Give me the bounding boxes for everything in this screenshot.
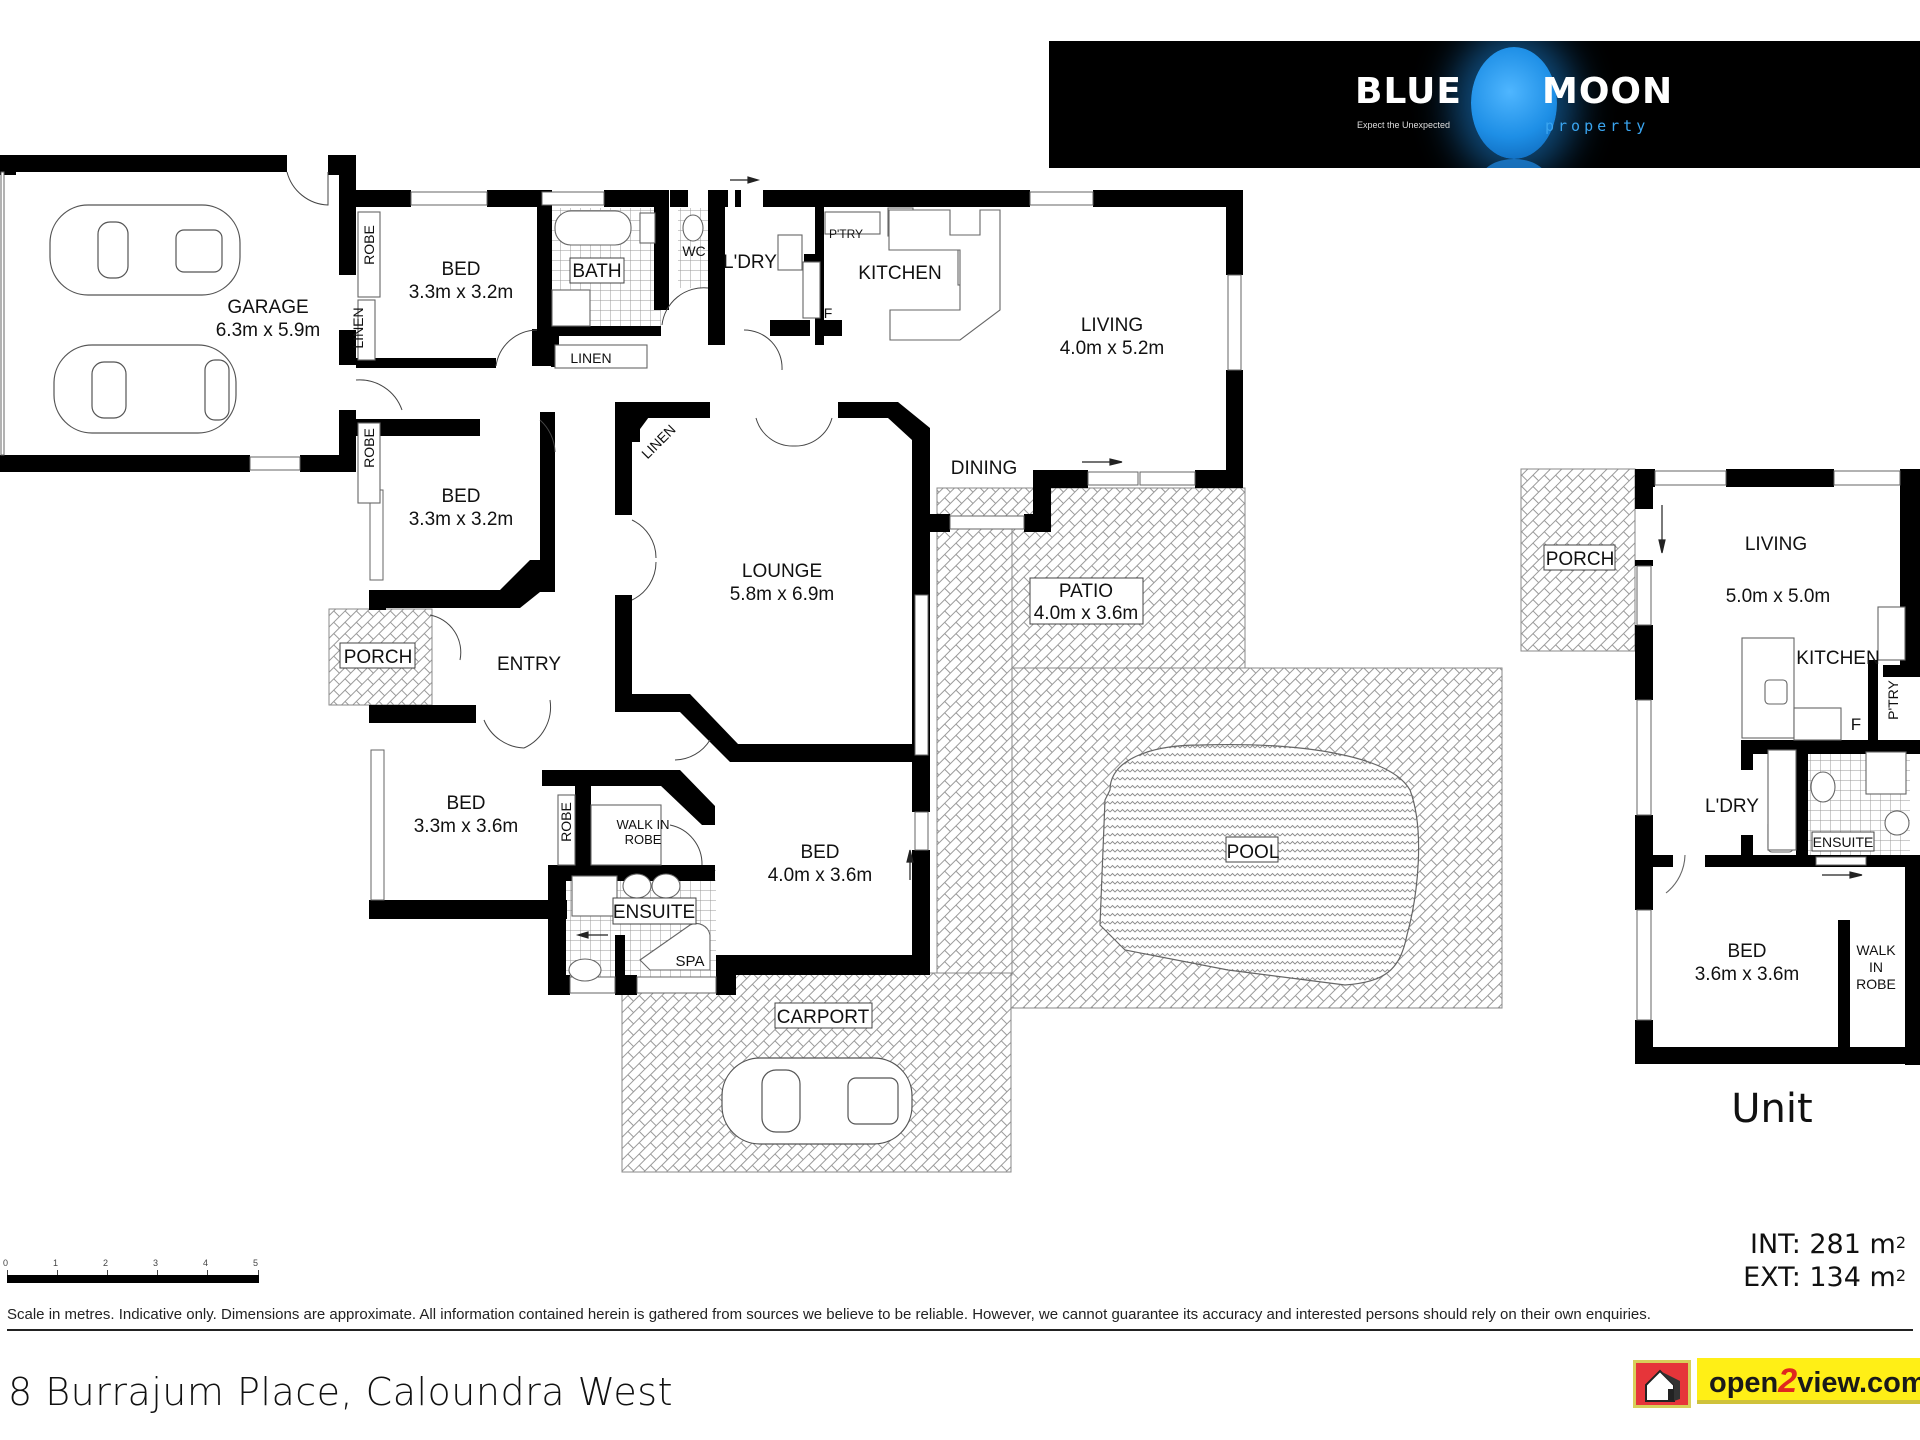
living-label: LIVING: [1081, 315, 1143, 336]
wc-label: WC: [682, 243, 705, 259]
unit-living-label: LIVING: [1745, 534, 1807, 555]
robe-label-3: ROBE: [558, 802, 574, 842]
property-address: 8 Burrajum Place, Caloundra West: [8, 1370, 674, 1414]
scale-tick-mark: [7, 1270, 8, 1276]
scale-tick: 5: [253, 1258, 259, 1268]
carport-car-icon: [721, 1057, 913, 1145]
scale-tick: 0: [3, 1258, 9, 1268]
unit-fridge-label: F: [1851, 715, 1861, 734]
laundry-label: L'DRY: [723, 252, 777, 273]
internal-area: INT: 281 m2: [1750, 1229, 1906, 1260]
walk-in-robe-line1: WALK IN: [617, 817, 670, 832]
unit-wir-line2: IN: [1869, 959, 1883, 975]
unit-bed-size: 3.6m x 3.6m: [1695, 964, 1800, 985]
fixtures: [357, 207, 1001, 982]
robe-label-2: ROBE: [361, 428, 377, 468]
garage-label: GARAGE: [227, 297, 308, 318]
bed3-label: BED: [446, 793, 485, 814]
unit-labels: PORCH LIVING 5.0m x 5.0m KITCHEN P'TRY F…: [1543, 534, 1901, 1132]
fridge-label: F: [824, 305, 833, 321]
porch-label: PORCH: [344, 647, 413, 668]
scale-tick: 4: [203, 1258, 209, 1268]
scale-tick-mark: [107, 1270, 108, 1276]
spa-label: SPA: [676, 953, 705, 970]
pool-shape: [1099, 744, 1420, 986]
scale-tick: 1: [53, 1258, 59, 1268]
scale-bar: 0 1 2 3 4 5: [3, 1254, 259, 1284]
disclaimer-text: Scale in metres. Indicative only. Dimens…: [7, 1306, 1651, 1323]
unit-windows: [1636, 470, 1901, 1021]
lounge-label: LOUNGE: [742, 561, 822, 582]
scale-tick-mark: [157, 1270, 158, 1276]
bed4-label: BED: [800, 842, 839, 863]
unit-walls: [1635, 469, 1920, 1065]
pool-label: POOL: [1227, 842, 1280, 863]
scale-tick-mark: [258, 1270, 259, 1276]
moon-reflection-icon: [1481, 159, 1547, 168]
area-totals: INT: 281 m2 EXT: 134 m2: [1743, 1228, 1906, 1294]
unit-bed-label: BED: [1727, 941, 1766, 962]
bed1-label: BED: [441, 259, 480, 280]
unit-ensuite-label: ENSUITE: [1813, 834, 1874, 850]
garage-car-icons: [49, 204, 241, 434]
bed4-size: 4.0m x 3.6m: [768, 865, 873, 886]
footer-divider: [7, 1329, 1913, 1331]
linen-label-1: LINEN: [570, 350, 611, 366]
linen-label-3: LINEN: [638, 421, 678, 461]
bed2-size: 3.3m x 3.2m: [409, 509, 514, 530]
room-labels: GARAGE 6.3m x 5.9m BED 3.3m x 3.2m BED 3…: [216, 227, 1165, 970]
boxed-labels: BATH PORCH PATIO 4.0m x 3.6m POOL CARPOR…: [339, 257, 1280, 1029]
bed3-size: 3.3m x 3.6m: [414, 816, 519, 837]
walk-in-robe-line2: ROBE: [625, 832, 662, 847]
portal-link[interactable]: open2view.com: [1697, 1358, 1920, 1404]
kitchen-label: KITCHEN: [858, 263, 941, 284]
scale-tick-mark: [57, 1270, 58, 1276]
bath-label: BATH: [572, 261, 621, 282]
brand-name-right: MOON: [1542, 71, 1674, 112]
scale-bar-fill: [7, 1275, 259, 1283]
bed1-size: 3.3m x 3.2m: [409, 282, 514, 303]
garage-size: 6.3m x 5.9m: [216, 320, 321, 341]
entry-label: ENTRY: [497, 654, 561, 675]
ensuite-label: ENSUITE: [613, 902, 695, 923]
brand-banner: BLUE MOON Expect the Unexpected property: [1049, 41, 1920, 168]
unit-kitchen-label: KITCHEN: [1796, 648, 1879, 669]
dining-label: DINING: [951, 458, 1018, 479]
pantry-label: P'TRY: [829, 227, 863, 241]
bath-label-box: [569, 257, 625, 284]
door-swings: [286, 171, 833, 866]
linen-label-2: LINEN: [350, 307, 366, 348]
carport-label: CARPORT: [777, 1007, 870, 1028]
scale-tick: 2: [103, 1258, 109, 1268]
brand-subtitle: property: [1545, 117, 1650, 135]
patio-label: PATIO: [1059, 581, 1113, 602]
scale-tick: 3: [153, 1258, 159, 1268]
house-logo-icon[interactable]: [1633, 1360, 1691, 1408]
unit-porch-label: PORCH: [1546, 549, 1615, 570]
external-area: EXT: 134 m2: [1743, 1262, 1906, 1293]
side-path: [936, 519, 1013, 976]
walls: [0, 155, 1243, 995]
unit-title: Unit: [1731, 1086, 1812, 1132]
unit-laundry-label: L'DRY: [1705, 796, 1759, 817]
unit-pantry-label: P'TRY: [1885, 679, 1901, 719]
patio-size: 4.0m x 3.6m: [1034, 603, 1139, 624]
scale-tick-mark: [207, 1270, 208, 1276]
moon-logo-icon: [1471, 47, 1557, 159]
brand-name-left: BLUE: [1355, 71, 1462, 112]
unit-living-size: 5.0m x 5.0m: [1726, 586, 1831, 607]
sliding-door-arrows: [575, 176, 1863, 939]
bed2-label: BED: [441, 486, 480, 507]
brand-tagline: Expect the Unexpected: [1357, 120, 1451, 130]
unit-fixtures: [1665, 606, 1910, 894]
unit-wir-line3: ROBE: [1856, 976, 1896, 992]
robe-label-1: ROBE: [361, 225, 377, 265]
lounge-size: 5.8m x 6.9m: [730, 584, 835, 605]
living-size: 4.0m x 5.2m: [1060, 338, 1165, 359]
unit-wir-line1: WALK: [1856, 942, 1896, 958]
windows: [0, 171, 1242, 994]
